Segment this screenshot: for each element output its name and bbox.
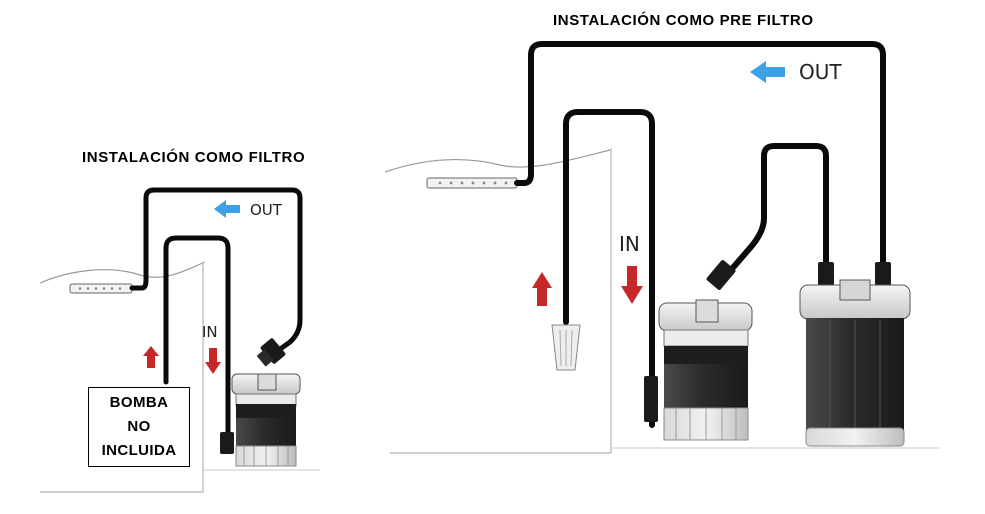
right-main-valve-out <box>875 262 891 286</box>
left-canister-filter <box>220 373 301 467</box>
right-in-label: IN <box>619 232 640 256</box>
right-out-label: OUT <box>799 60 842 84</box>
left-out-label: OUT <box>250 201 282 219</box>
pump-note-line-3: INCLUIDA <box>101 442 177 459</box>
pump-note-box: BOMBA NO INCLUIDA <box>88 387 190 467</box>
right-pre-filter <box>658 299 753 441</box>
left-inlet-tube <box>163 235 231 443</box>
right-link-tube <box>721 143 829 287</box>
pump-note-line-2: NO <box>127 418 151 435</box>
left-water-surface <box>39 261 206 284</box>
right-link-valve <box>706 260 736 290</box>
right-in-arrow <box>621 266 643 304</box>
right-up-arrow <box>532 272 552 306</box>
left-installation <box>39 187 320 493</box>
right-water-surface <box>384 149 611 173</box>
right-main-valve-in <box>818 262 834 286</box>
left-in-label: IN <box>202 323 218 341</box>
left-up-arrow <box>143 346 159 368</box>
right-outlet-tube <box>514 41 886 285</box>
left-in-arrow <box>205 348 221 374</box>
left-outlet-valve <box>260 338 286 364</box>
right-title: INSTALACIÓN COMO PRE FILTRO <box>553 12 814 29</box>
left-outlet-tube <box>129 187 303 355</box>
right-main-canister <box>799 279 911 447</box>
left-title: INSTALACIÓN COMO FILTRO <box>82 149 306 166</box>
right-inlet-tube <box>563 109 655 428</box>
right-installation <box>384 41 940 454</box>
right-out-arrow <box>750 61 785 83</box>
pump-note-line-1: BOMBA <box>109 394 169 411</box>
left-out-arrow <box>214 200 240 218</box>
